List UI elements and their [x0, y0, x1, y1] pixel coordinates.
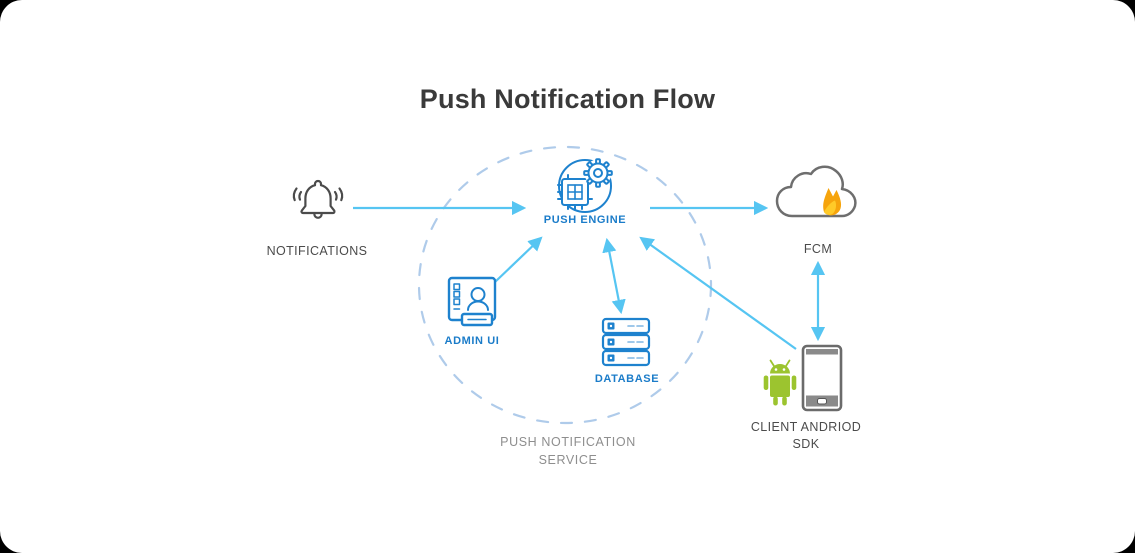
chip-gear-icon [557, 158, 613, 213]
server-stack-icon [601, 317, 651, 367]
push-notification-service-label: PUSH NOTIFICATION SERVICE [500, 433, 636, 469]
firebase-flame-icon [823, 188, 842, 216]
notifications-label: NOTIFICATIONS [266, 244, 368, 258]
bell-icon [292, 179, 344, 219]
cloud-outline [775, 165, 857, 218]
push-engine-label: PUSH ENGINE [543, 214, 627, 226]
arrow-admin-ui-to-push-engine [494, 236, 543, 283]
android-robot-icon [763, 359, 797, 406]
arrow-client-to-push-engine [639, 236, 797, 350]
client-android-label-line2: SDK [792, 437, 820, 451]
service-label-line1: PUSH NOTIFICATION [500, 435, 636, 449]
phone-icon [801, 344, 843, 412]
admin-ui-label: ADMIN UI [444, 335, 500, 347]
admin-monitor-icon [447, 276, 497, 327]
service-boundary-dashed-circle [417, 145, 713, 425]
arrow-push-engine-database-two-way [602, 237, 626, 315]
client-android-sdk-label: CLIENT ANDRIOD SDK [751, 419, 861, 453]
fcm-label: FCM [803, 242, 833, 256]
service-label-line2: SERVICE [538, 453, 598, 467]
phone-home-button [817, 398, 827, 405]
database-label: DATABASE [594, 373, 660, 385]
page-title: Push Notification Flow [419, 84, 716, 114]
client-android-label-line1: CLIENT ANDRIOD [750, 420, 862, 434]
cloud-firebase-icon [775, 165, 857, 218]
